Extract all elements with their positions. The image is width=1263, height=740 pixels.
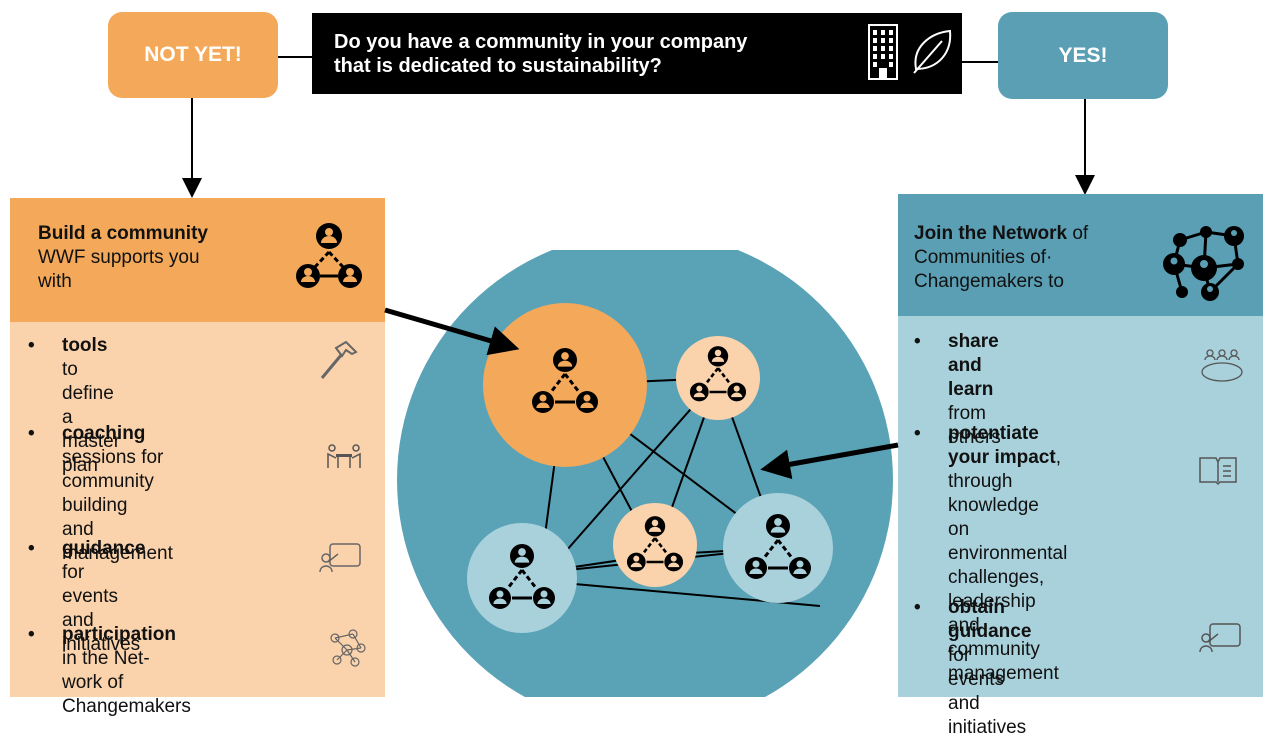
question-text: Do you have a community in your company … (334, 30, 854, 78)
join-network-header: Join the Network of Communities of· Chan… (898, 194, 1263, 316)
not-yet-box: NOT YET! (108, 12, 278, 98)
leaf-icon (910, 27, 954, 75)
item-bold: participation (62, 624, 177, 645)
open-book-icon (1198, 454, 1238, 486)
yes-label: YES! (1058, 43, 1108, 67)
build-community-list: • tools to define a master plan • coachi… (10, 322, 385, 717)
not-yet-label: NOT YET! (144, 43, 242, 66)
presentation-board-icon (1198, 620, 1242, 654)
item-line-2: through knowledge (948, 471, 1039, 516)
coaching-meeting-icon (324, 442, 364, 472)
item-line-2: others (948, 427, 1001, 448)
round-table-group-icon (1198, 348, 1246, 384)
question-box: Do you have a community in your company … (312, 13, 962, 94)
office-building-icon (867, 23, 899, 81)
item-text: , (1055, 447, 1061, 468)
yes-box: YES! (998, 12, 1168, 99)
item-line-2: and initiatives (948, 693, 1027, 738)
item-bold: share and learn (948, 331, 999, 400)
build-community-title: Build a community (38, 223, 208, 244)
build-community-heading: Build a community WWF supports you with (38, 222, 208, 294)
join-network-title: Join the Network (914, 223, 1068, 244)
item-line-4: challenges, leadership and (948, 567, 1045, 636)
item-bold: coaching (62, 423, 146, 444)
presentation-board-icon (318, 540, 362, 574)
question-line-1: Do you have a community in your company (334, 31, 748, 53)
pointer-arrows (384, 307, 899, 480)
item-text: in the Net- (62, 648, 150, 669)
item-line-3: on environmental (948, 519, 1068, 564)
people-group-icon (489, 544, 555, 609)
item-text: for events (948, 645, 1004, 690)
item-bold: potentiate your impact (948, 423, 1056, 468)
item-text: to define a (62, 359, 114, 428)
item-line-5: community management (948, 639, 1059, 684)
item-bold: guidance (62, 538, 146, 559)
build-to-network-arrow (384, 307, 520, 356)
people-group-icon (532, 348, 598, 413)
community-node-main (483, 303, 647, 467)
people-group-icon (745, 514, 811, 579)
item-line-2: community building (62, 471, 154, 516)
hammer-icon (318, 338, 358, 382)
connectors (182, 56, 1095, 198)
join-network-line-3: Changemakers to (914, 271, 1064, 292)
join-network-list: • share and learn from others • potentia… (898, 316, 1263, 738)
build-community-line-2: WWF supports you (38, 247, 200, 268)
join-network-title-rest: of (1067, 223, 1089, 244)
item-line-2: and initiatives (62, 610, 141, 655)
people-group-icon (689, 346, 747, 402)
item-line-3: and management (62, 519, 173, 564)
item-text: for events (62, 562, 118, 607)
build-community-line-3: with (38, 271, 72, 292)
item-bold: tools (62, 335, 108, 356)
build-community-header: Build a community WWF supports you with (10, 198, 385, 322)
item-text: sessions for (62, 447, 164, 468)
network-of-communities-icon (1160, 220, 1250, 306)
network-nodes-icon (325, 626, 369, 670)
question-line-2: that is dedicated to sustainability? (334, 55, 662, 77)
item-line-2: master plan (62, 431, 121, 476)
community-group-icon (294, 218, 364, 290)
item-text: from (948, 403, 986, 424)
node-icons (489, 346, 811, 609)
item-bold: obtain guidance (948, 597, 1032, 642)
join-network-heading: Join the Network of Communities of· Chan… (914, 222, 1088, 294)
join-network-line-2: Communities of· (914, 247, 1053, 268)
people-group-icon (626, 516, 684, 572)
join-to-network-arrow (760, 442, 899, 480)
